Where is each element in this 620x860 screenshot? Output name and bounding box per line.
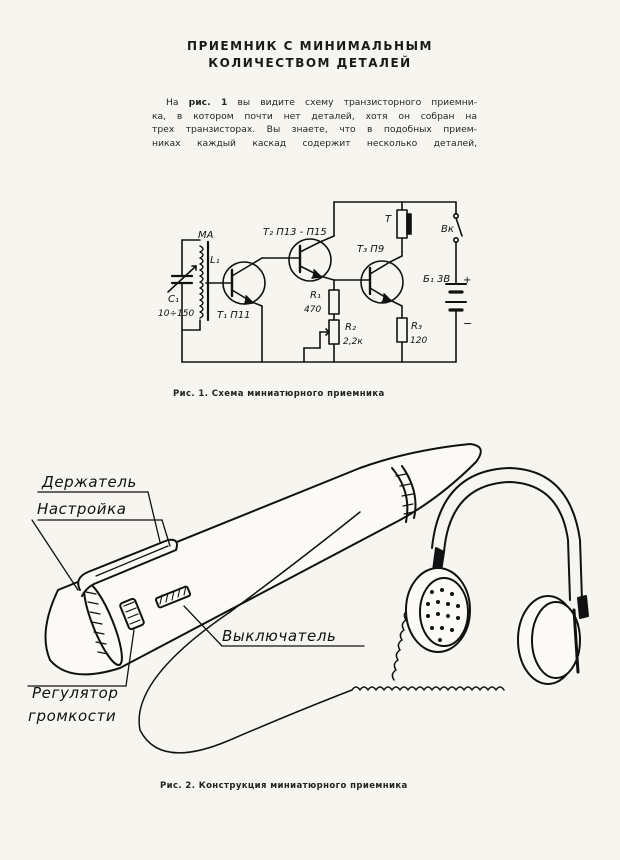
variable-capacitor-c1: [167, 239, 201, 363]
switch-bk: [452, 201, 463, 285]
label-holder: Держатель: [42, 473, 137, 491]
intro-paragraph: На рис. 1 вы видите схему транзисторного…: [152, 96, 477, 150]
label-l1: L₁: [210, 255, 220, 266]
label-t3: T₃ П9: [357, 244, 384, 255]
label-plus: +: [463, 275, 471, 286]
earphone-t: [396, 201, 412, 253]
intro-figure-reference: рис. 1: [188, 97, 228, 108]
transistor-t2: [287, 201, 335, 282]
transistor-t3: [333, 251, 404, 319]
intro-line-1-rest: вы видите схему транзисторного приемни-: [227, 97, 477, 108]
headphones: [405, 467, 589, 685]
resistor-r1: [328, 279, 340, 321]
label-r2-value: 2,2к: [343, 337, 363, 347]
label-leaders: [27, 491, 365, 687]
label-t2: T₂ П13 - П15: [263, 227, 327, 238]
intro-line-1: На рис. 1 вы видите схему транзисторного…: [152, 96, 477, 110]
title-line-2: КОЛИЧЕСТВОМ ДЕТАЛЕЙ: [208, 56, 412, 70]
label-volume-2: громкости: [28, 707, 117, 725]
figure-2-caption: Рис. 2. Конструкция миниатюрного приемни…: [160, 781, 408, 791]
label-battery: Б₁ 3В: [423, 274, 450, 285]
label-switch: Выключатель: [222, 627, 337, 645]
label-r2: R₂: [345, 322, 356, 333]
article-title: ПРИЕМНИК С МИНИМАЛЬНЫМ КОЛИЧЕСТВОМ ДЕТАЛ…: [0, 38, 620, 72]
receiver-body: [44, 443, 482, 676]
figure-1-caption: Рис. 1. Схема миниатюрного приемника: [173, 389, 385, 399]
label-r1-value: 470: [304, 305, 321, 315]
intro-line-3: трех транзисторах. Вы знаете, что в подо…: [152, 124, 477, 135]
label-t: Т: [385, 214, 392, 225]
antenna-coil: [199, 240, 210, 322]
label-volume-1: Регулятор: [32, 684, 119, 702]
label-r3: R₃: [411, 321, 422, 332]
headphone-cord: [138, 511, 505, 754]
potentiometer-r2: [303, 319, 340, 363]
label-t1: T₁ П11: [217, 310, 251, 321]
label-minus: −: [463, 317, 472, 330]
transistor-t1: [205, 257, 289, 363]
label-c1-value: 10÷150: [158, 309, 194, 319]
label-bk: Вк: [441, 224, 454, 235]
resistor-r3: [396, 317, 408, 363]
title-line-1: ПРИЕМНИК С МИНИМАЛЬНЫМ: [187, 39, 433, 53]
intro-lead: На: [166, 97, 189, 108]
label-c1: C₁: [168, 294, 179, 305]
battery-b1: [445, 283, 467, 363]
label-ma: МА: [198, 230, 214, 241]
label-r3-value: 120: [410, 336, 427, 346]
label-r1: R₁: [310, 290, 321, 301]
intro-line-2: ка, в котором почти нет деталей, хотя он…: [152, 110, 477, 122]
label-tuning: Настройка: [37, 500, 127, 518]
intro-line-4: никах каждый каскад содержит несколько д…: [152, 137, 477, 149]
